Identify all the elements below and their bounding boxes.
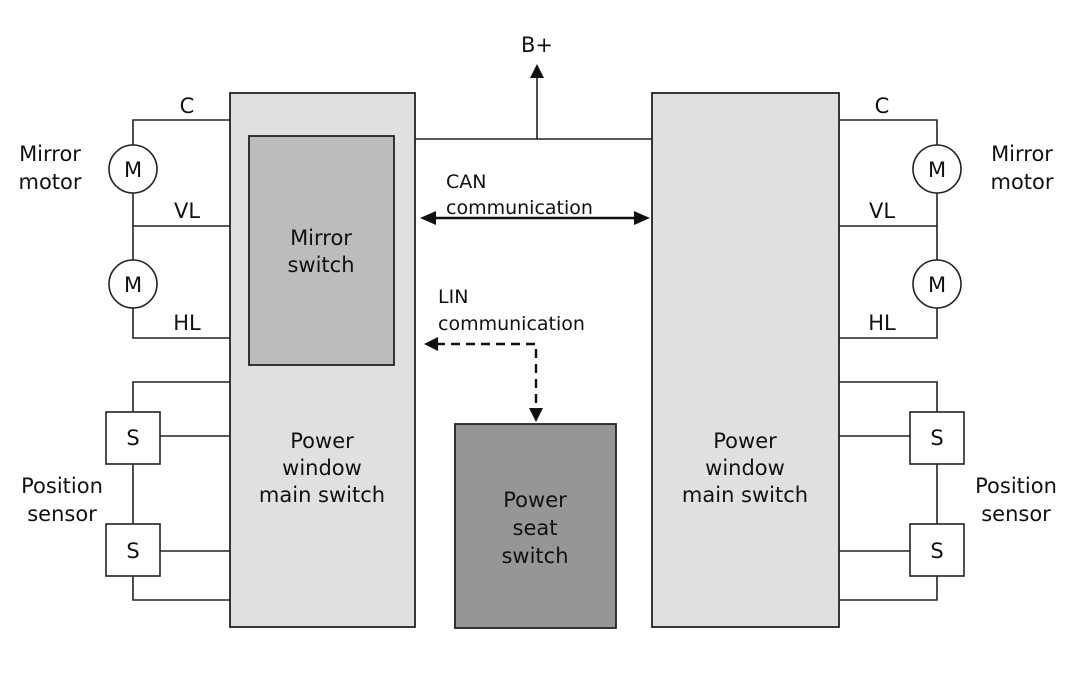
- svg-text:S: S: [126, 426, 139, 450]
- svg-text:M: M: [928, 273, 946, 297]
- lin-arrowhead-left-icon: [424, 337, 438, 351]
- seat-switch-label-line2: seat: [513, 516, 558, 540]
- svg-text:M: M: [124, 158, 142, 182]
- left-main-switch-label-line2: window: [282, 456, 362, 480]
- right-position-sensor-label-line1: Position: [975, 474, 1057, 498]
- right-motor-lower: M: [912, 259, 962, 309]
- right-wire-c-label: C: [875, 94, 890, 118]
- right-sensor-lower: S: [909, 523, 965, 577]
- right-main-switch-label-line2: window: [705, 456, 785, 480]
- left-mirror-motor-label-line2: motor: [18, 170, 81, 194]
- svg-text:S: S: [930, 426, 943, 450]
- can-label-line2: communication: [446, 197, 593, 219]
- sensor-icon: [105, 523, 161, 577]
- right-mirror-motor-label-line1: Mirror: [991, 142, 1053, 166]
- mirror-switch-label-line2: switch: [287, 253, 354, 277]
- left-wire-c-label: C: [180, 94, 195, 118]
- left-mirror-wiring: [132, 119, 230, 339]
- left-sensor-wiring: [132, 381, 230, 601]
- left-mirror-motor-label-line1: Mirror: [19, 142, 81, 166]
- left-main-switch-label-line1: Power: [290, 429, 354, 453]
- motor-icon: [912, 144, 962, 194]
- svg-text:S: S: [126, 539, 139, 563]
- lin-arrow: [436, 342, 538, 410]
- motor-icon: [108, 144, 158, 194]
- left-motor-upper: M: [108, 144, 158, 194]
- left-wire-vl-label: VL: [174, 199, 200, 223]
- motor-icon: [108, 259, 158, 309]
- svg-text:M: M: [124, 273, 142, 297]
- right-mirror-motor-label-line2: motor: [990, 170, 1053, 194]
- right-wire-vl-label: VL: [869, 199, 895, 223]
- left-wire-hl-label: HL: [173, 311, 201, 335]
- right-position-sensor-label-line2: sensor: [981, 502, 1051, 526]
- right-wire-hl-label: HL: [868, 311, 896, 335]
- right-sensor-upper: S: [909, 411, 965, 465]
- left-main-switch-label-line3: main switch: [259, 483, 385, 507]
- supply-line: [415, 64, 652, 140]
- left-motor-lower: M: [108, 259, 158, 309]
- left-position-sensor-label-line1: Position: [21, 474, 103, 498]
- right-sensor-wiring: [839, 381, 938, 601]
- lin-arrowhead-down-icon: [529, 408, 543, 422]
- mirror-switch-box: [248, 135, 395, 366]
- seat-switch-label-line3: switch: [501, 544, 568, 568]
- right-main-switch-label-line3: main switch: [682, 483, 808, 507]
- svg-text:M: M: [928, 158, 946, 182]
- can-label-line1: CAN: [446, 171, 486, 193]
- svg-text:S: S: [930, 539, 943, 563]
- lin-label-line1: LIN: [438, 286, 468, 308]
- right-main-switch-label-line1: Power: [713, 429, 777, 453]
- right-mirror-wiring: [839, 119, 938, 339]
- supply-label: B+: [521, 33, 553, 57]
- sensor-icon: [909, 523, 965, 577]
- supply-arrowhead-icon: [530, 64, 544, 78]
- lin-label-line2: communication: [438, 313, 585, 335]
- motor-icon: [912, 259, 962, 309]
- sensor-icon: [105, 411, 161, 465]
- right-motor-upper: M: [912, 144, 962, 194]
- mirror-switch-label-line1: Mirror: [290, 226, 352, 250]
- seat-switch-label-line1: Power: [503, 488, 567, 512]
- left-sensor-lower: S: [105, 523, 161, 577]
- seat-switch-box: [454, 423, 617, 629]
- right-main-switch-box: [651, 92, 840, 628]
- left-position-sensor-label-line2: sensor: [27, 502, 97, 526]
- left-sensor-upper: S: [105, 411, 161, 465]
- sensor-icon: [909, 411, 965, 465]
